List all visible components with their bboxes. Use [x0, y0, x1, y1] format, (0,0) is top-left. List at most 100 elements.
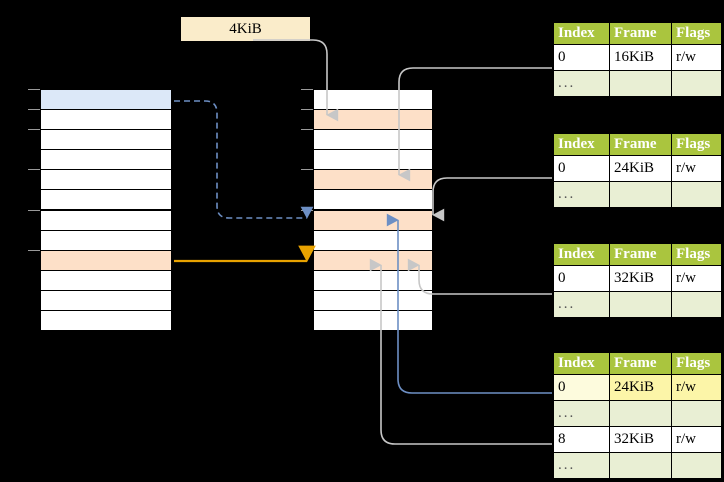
- cell-frame: [609, 70, 672, 97]
- page-table-level-3: Index Frame Flags 0 32KiB r/w ...: [553, 243, 722, 318]
- cell-index: ...: [553, 181, 610, 208]
- memory-row[interactable]: [313, 269, 433, 291]
- row-tick-mark: [301, 169, 313, 171]
- cell-frame: 24KiB: [609, 155, 672, 182]
- cell-frame: 24KiB: [609, 374, 672, 401]
- cell-flags: [671, 70, 722, 97]
- memory-row[interactable]: [313, 169, 433, 191]
- column-header-frame: Frame: [609, 352, 672, 375]
- table-row: ...: [553, 400, 722, 427]
- memory-row[interactable]: [313, 149, 433, 171]
- cell-index: ...: [553, 452, 610, 479]
- cell-flags: r/w: [671, 155, 722, 182]
- row-tick-mark: [28, 209, 40, 211]
- column-header-flags: Flags: [671, 133, 722, 156]
- table-row[interactable]: 0 24KiB r/w: [553, 374, 722, 401]
- cell-frame: 32KiB: [609, 426, 672, 453]
- memory-row[interactable]: [313, 229, 433, 251]
- memory-row[interactable]: [40, 109, 172, 131]
- page-table-level-4: Index Frame Flags 0 24KiB r/w ... 8: [553, 352, 722, 479]
- cell-flags: r/w: [671, 374, 722, 401]
- row-tick-mark: [301, 109, 313, 111]
- column-header-frame: Frame: [609, 133, 672, 156]
- cell-frame: 32KiB: [609, 265, 672, 292]
- cell-flags: [671, 400, 722, 427]
- memory-row[interactable]: [313, 289, 433, 311]
- cell-flags: [671, 181, 722, 208]
- memory-row[interactable]: [40, 129, 172, 151]
- cell-frame: [609, 291, 672, 318]
- memory-row[interactable]: [313, 309, 433, 331]
- table-header-row: Index Frame Flags: [553, 352, 722, 375]
- virtual-address-space-stack: [28, 89, 172, 331]
- memory-row[interactable]: [313, 209, 433, 231]
- cell-flags: r/w: [671, 426, 722, 453]
- cell-index: ...: [553, 70, 610, 97]
- column-header-index: Index: [553, 352, 610, 375]
- memory-row[interactable]: [313, 109, 433, 131]
- table-header-row: Index Frame Flags: [553, 22, 722, 45]
- cell-flags: [671, 291, 722, 318]
- table-row[interactable]: 0 32KiB r/w: [553, 265, 722, 292]
- memory-row[interactable]: [40, 149, 172, 171]
- memory-row[interactable]: [40, 89, 172, 111]
- column-header-flags: Flags: [671, 352, 722, 375]
- row-tick-mark: [28, 129, 40, 131]
- cell-index: 0: [553, 155, 610, 182]
- column-header-frame: Frame: [609, 22, 672, 45]
- table-row: ...: [553, 181, 722, 208]
- table-header-row: Index Frame Flags: [553, 133, 722, 156]
- row-tick-mark: [28, 249, 40, 251]
- memory-row[interactable]: [40, 249, 172, 271]
- table-header-row: Index Frame Flags: [553, 243, 722, 266]
- cell-flags: r/w: [671, 265, 722, 292]
- memory-row[interactable]: [313, 129, 433, 151]
- memory-row[interactable]: [313, 249, 433, 271]
- memory-row[interactable]: [40, 229, 172, 251]
- memory-row[interactable]: [40, 189, 172, 211]
- cell-flags: r/w: [671, 44, 722, 71]
- memory-row[interactable]: [40, 209, 172, 231]
- memory-row[interactable]: [40, 269, 172, 291]
- row-tick-mark: [301, 249, 313, 251]
- table-row[interactable]: 0 16KiB r/w: [553, 44, 722, 71]
- row-tick-mark: [301, 89, 313, 90]
- cell-index: 8: [553, 426, 610, 453]
- memory-row[interactable]: [313, 89, 433, 111]
- row-tick-mark: [301, 129, 313, 131]
- physical-memory-stack: [301, 89, 433, 331]
- cell-frame: 16KiB: [609, 44, 672, 71]
- table2-wire: [432, 177, 552, 222]
- column-header-flags: Flags: [671, 22, 722, 45]
- cell-index: 0: [553, 265, 610, 292]
- memory-row[interactable]: [40, 309, 172, 331]
- table-row[interactable]: 8 32KiB r/w: [553, 426, 722, 453]
- cell-frame: [609, 400, 672, 427]
- cell-index: ...: [553, 291, 610, 318]
- column-header-index: Index: [553, 133, 610, 156]
- column-header-frame: Frame: [609, 243, 672, 266]
- table-row: ...: [553, 291, 722, 318]
- row-tick-mark: [28, 89, 40, 90]
- column-header-index: Index: [553, 22, 610, 45]
- cell-flags: [671, 452, 722, 479]
- row-tick-mark: [301, 209, 313, 211]
- cell-index: 0: [553, 374, 610, 401]
- table-row[interactable]: 0 24KiB r/w: [553, 155, 722, 182]
- table-row: ...: [553, 452, 722, 479]
- blue-dashed-arrow: [174, 100, 314, 219]
- row-tick-mark: [28, 109, 40, 111]
- offset-size-label: 4KiB: [181, 17, 310, 41]
- memory-row[interactable]: [313, 189, 433, 211]
- table3-wire: [407, 258, 552, 295]
- table-row: ...: [553, 70, 722, 97]
- row-tick-mark: [28, 169, 40, 171]
- cell-index: ...: [553, 400, 610, 427]
- cell-frame: [609, 452, 672, 479]
- page-table-level-1: Index Frame Flags 0 16KiB r/w ...: [553, 22, 722, 97]
- memory-row[interactable]: [40, 289, 172, 311]
- memory-row[interactable]: [40, 169, 172, 191]
- page-table-level-2: Index Frame Flags 0 24KiB r/w ...: [553, 133, 722, 208]
- column-header-flags: Flags: [671, 243, 722, 266]
